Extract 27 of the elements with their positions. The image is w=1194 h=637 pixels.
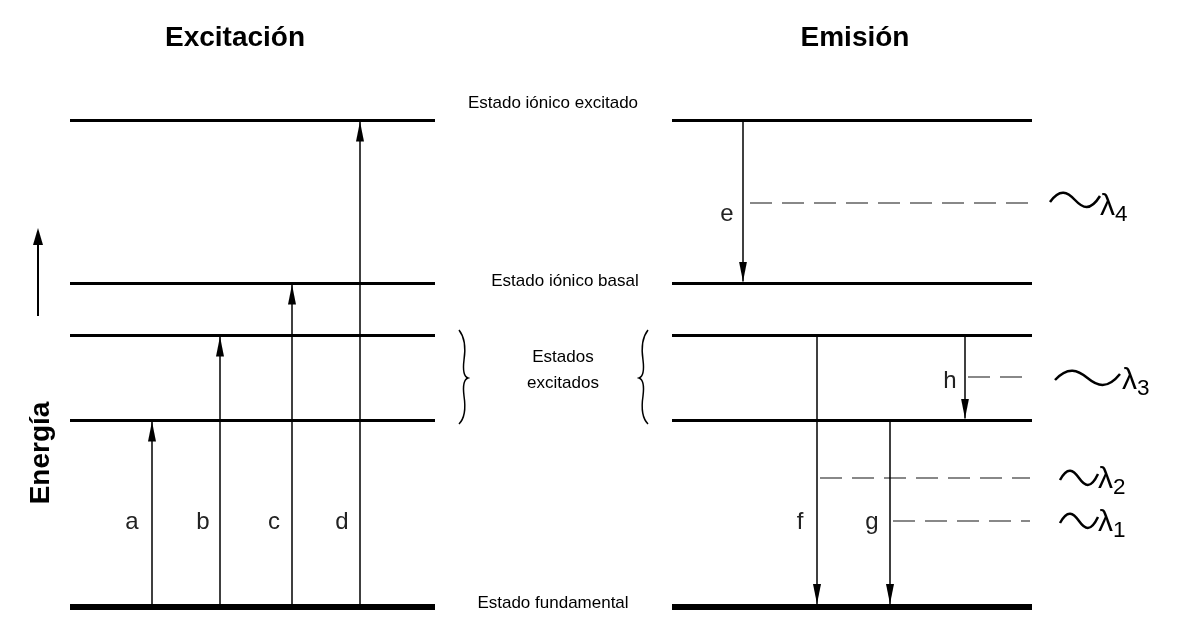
wavelength-label: λ$_{1}$: [1098, 503, 1126, 543]
transition-arrow: [356, 120, 364, 605]
energy-level-line: [70, 333, 435, 337]
level-label: Estado iónico excitado: [467, 92, 639, 114]
energy-level-line: [70, 418, 435, 422]
panel-title: Excitación: [164, 20, 306, 54]
axis-label: Energía: [23, 401, 56, 505]
transition-arrow: [148, 420, 156, 605]
transition-arrow: [961, 335, 969, 420]
level-label: Estado iónico basal: [491, 270, 639, 292]
wavelength-label: λ$_{2}$: [1098, 460, 1126, 500]
wavelength-label: λ$_{4}$: [1100, 187, 1128, 227]
energy-level-line: [672, 333, 1032, 337]
transition-arrow: [288, 283, 296, 605]
energy-level-line: [70, 118, 435, 122]
level-label: Estado fundamental: [477, 592, 629, 614]
transition-arrow: [216, 335, 224, 605]
energy-level-line: [672, 118, 1032, 122]
level-label: Estados excitados: [526, 346, 600, 394]
energy-level-line: [672, 418, 1032, 422]
energy-level-line: [70, 281, 435, 285]
transition-arrow: [886, 420, 894, 605]
panel-title: Emisión: [800, 20, 910, 54]
transition-arrow: [739, 120, 747, 283]
wavelength-label: λ$_{3}$: [1122, 361, 1150, 401]
energy-level-line: [672, 281, 1032, 285]
transition-arrow: [813, 335, 821, 605]
